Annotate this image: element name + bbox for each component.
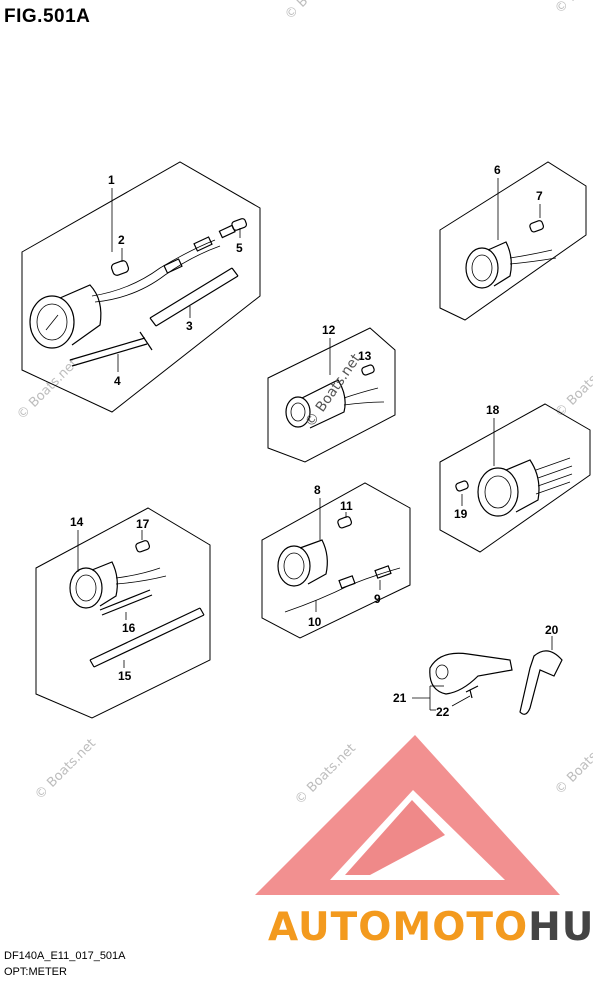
gauge-12-wires <box>343 387 385 406</box>
callout-12: 12 <box>322 323 336 337</box>
panel-group-8: 8 11 9 10 <box>261 482 411 639</box>
bolt-22 <box>465 685 479 699</box>
watermark-2: © Boats.net <box>552 0 593 17</box>
callout-11: 11 <box>340 499 353 513</box>
harness-1-connector-a <box>163 258 183 274</box>
callout-7: 7 <box>536 189 543 203</box>
bracket-21-hole <box>435 664 449 680</box>
panel-12-frame <box>267 327 396 463</box>
callout-13: 13 <box>358 349 372 363</box>
gauge-18-bezel <box>477 467 519 517</box>
diagram-code: DF140A_E11_017_501A <box>4 950 126 962</box>
bulb-7 <box>529 220 545 233</box>
watermarks: © Boats.net © Boats.net © Boats.net © Bo… <box>14 0 593 808</box>
gauge-14-face <box>75 574 97 602</box>
callout-15: 15 <box>118 669 132 683</box>
panel-6-frame <box>439 161 587 321</box>
callout-17: 17 <box>136 517 150 531</box>
callout-21: 21 <box>393 691 407 705</box>
panel-14-frame <box>35 507 211 719</box>
gauge-18-face <box>484 475 512 509</box>
panel-group-6: 6 7 <box>439 161 587 321</box>
gauge-1-body <box>59 284 102 346</box>
callout-8: 8 <box>314 483 321 497</box>
watermark-1: © Boats.net <box>282 0 349 23</box>
harness-1-wire-b <box>94 245 221 303</box>
gauge-14-body <box>91 561 118 607</box>
callout-20: 20 <box>545 623 559 637</box>
brand-word-part1: AUTOMOTO <box>268 905 528 950</box>
callout-18: 18 <box>486 403 500 417</box>
panel-8-frame <box>261 482 411 639</box>
callout-5: 5 <box>236 241 243 255</box>
watermark-5: © Boats.net <box>32 736 99 803</box>
gauge-1-face <box>36 303 68 341</box>
gauge-8-body <box>299 539 328 585</box>
panel-group-1: 1 2 3 4 5 <box>21 161 261 413</box>
cable-tie-4 <box>69 331 153 367</box>
gauge-1-needle <box>45 314 59 331</box>
cable-tie-16 <box>99 589 153 616</box>
tube-15 <box>89 607 205 668</box>
callout-9: 9 <box>374 592 381 606</box>
callout-14: 14 <box>70 515 84 529</box>
tube-3 <box>149 267 239 327</box>
watermark-3: © Boats.net <box>14 356 81 423</box>
item-group-20-22: 20 21 22 <box>393 623 563 719</box>
panel-group-18: 18 19 <box>439 403 591 553</box>
gauge-14-bezel <box>69 567 103 609</box>
gauge-18-wires <box>535 457 573 495</box>
gauge-12-body <box>301 379 346 429</box>
bracket-21 <box>429 652 513 695</box>
gauge-6-bezel <box>465 247 499 289</box>
gauge-1-bezel <box>29 295 75 349</box>
watermark-center: © Boats.net <box>302 351 364 431</box>
callout-10: 10 <box>308 615 322 629</box>
gauge-6-wires <box>509 249 557 265</box>
gauge-12-bezel <box>285 396 311 428</box>
panel-18-frame <box>439 403 591 553</box>
harness-9-connector <box>374 565 392 579</box>
figure-title: FIG.501A <box>4 6 91 27</box>
callout-19: 19 <box>454 507 468 521</box>
callout-3: 3 <box>186 319 193 333</box>
bulb-2 <box>110 260 130 276</box>
callout-16: 16 <box>122 621 136 635</box>
callout-6: 6 <box>494 163 501 177</box>
plug-5 <box>231 218 248 231</box>
diagram-section: OPT:METER <box>4 966 67 978</box>
bulb-19 <box>455 480 469 492</box>
panel-group-12: 12 13 © Boats.net <box>267 323 396 463</box>
brand-logo: AUTOMOTOHUB <box>255 735 593 950</box>
gauge-18-body <box>505 459 540 513</box>
callout-2: 2 <box>118 233 125 247</box>
watermark-7: © Boats.net <box>552 731 593 798</box>
lever-20 <box>519 650 563 715</box>
watermark-4: © Boats.net <box>552 354 593 421</box>
harness-10-connector <box>338 575 356 589</box>
harness-1-connector-b <box>193 236 213 252</box>
bulb-11 <box>337 516 353 529</box>
panel-group-14: 14 16 15 17 <box>35 507 211 719</box>
harness-1-wire <box>91 239 216 297</box>
brand-triangle-stripe <box>345 800 445 875</box>
gauge-6-face <box>471 254 493 282</box>
gauge-6-body <box>487 241 512 287</box>
callout-1: 1 <box>108 173 115 187</box>
brand-word-part2: HUB <box>528 905 593 950</box>
watermark-6: © Boats.net <box>292 741 359 808</box>
harness-10-wire <box>284 567 401 613</box>
gauge-8-bezel <box>277 545 311 587</box>
callout-4: 4 <box>114 374 121 388</box>
bulb-17 <box>135 540 151 553</box>
panel-1-frame <box>21 161 261 413</box>
brand-word: AUTOMOTOHUB <box>268 905 593 950</box>
callout-22: 22 <box>436 705 450 719</box>
gauge-14-wires <box>115 567 167 585</box>
bulb-13 <box>361 364 375 376</box>
gauge-8-face <box>283 552 305 580</box>
gauge-12-face <box>290 402 306 422</box>
